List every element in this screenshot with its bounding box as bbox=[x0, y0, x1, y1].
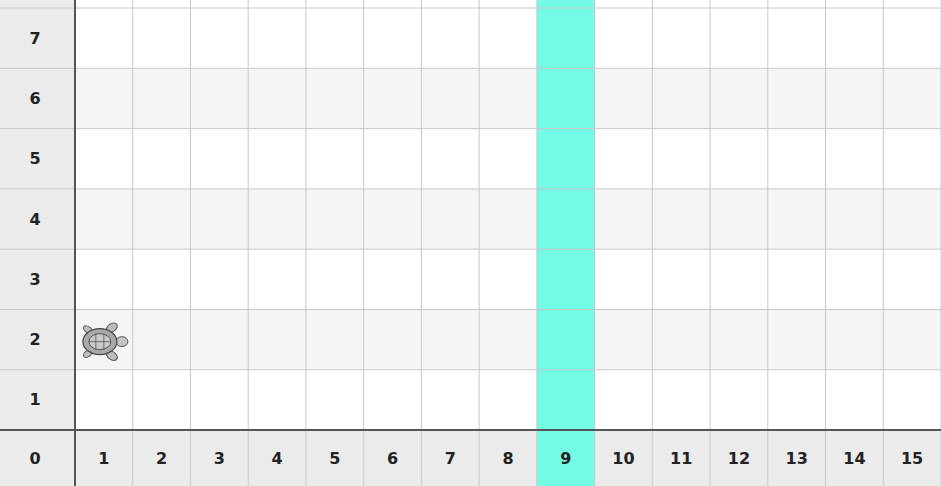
grid-line bbox=[479, 0, 480, 486]
axis-column bbox=[0, 0, 75, 486]
grid-line bbox=[0, 369, 941, 370]
y-axis-number: 1 bbox=[0, 370, 70, 430]
turtle-part bbox=[89, 341, 111, 342]
grid-line bbox=[248, 0, 249, 486]
x-axis-number: 14 bbox=[826, 430, 884, 486]
grid-line bbox=[421, 0, 422, 486]
x-axis-number: 1 bbox=[75, 430, 133, 486]
grid-line bbox=[132, 0, 133, 486]
grid-line bbox=[0, 309, 941, 310]
x-axis-number: 11 bbox=[652, 430, 710, 486]
x-axis-number: 13 bbox=[768, 430, 826, 486]
x-axis-number: 4 bbox=[248, 430, 306, 486]
grid-line bbox=[305, 0, 306, 486]
turtle-part bbox=[95, 334, 96, 350]
grid-row bbox=[75, 8, 941, 68]
x-axis-number: 9 bbox=[537, 430, 595, 486]
y-axis-number: 2 bbox=[0, 310, 70, 370]
x-axis-number: 8 bbox=[479, 430, 537, 486]
x-axis-number: 10 bbox=[595, 430, 653, 486]
grid-line bbox=[0, 249, 941, 250]
origin-number: 0 bbox=[0, 430, 70, 486]
grid-line bbox=[767, 0, 768, 486]
turtle-part bbox=[116, 337, 128, 347]
axis-row bbox=[0, 430, 941, 486]
x-axis-number: 2 bbox=[133, 430, 191, 486]
highlight-column bbox=[537, 0, 595, 486]
x-axis-number: 7 bbox=[421, 430, 479, 486]
grid-line bbox=[883, 0, 884, 486]
turtle-part bbox=[83, 329, 117, 355]
x-axis-number: 5 bbox=[306, 430, 364, 486]
y-axis bbox=[74, 0, 76, 486]
grid-row bbox=[75, 129, 941, 189]
grid-line bbox=[0, 68, 941, 69]
y-axis-number: 6 bbox=[0, 68, 70, 128]
grid-row bbox=[75, 249, 941, 309]
y-axis-number: 3 bbox=[0, 249, 70, 309]
turtle-part bbox=[103, 334, 104, 350]
y-axis-number: 7 bbox=[0, 8, 70, 68]
y-axis-number: 4 bbox=[0, 189, 70, 249]
grid-line bbox=[363, 0, 364, 486]
grid-line bbox=[0, 8, 941, 9]
grid-line bbox=[0, 430, 941, 431]
grid-row bbox=[75, 68, 941, 128]
grid-line bbox=[0, 128, 941, 129]
x-axis bbox=[0, 429, 941, 431]
grid-line bbox=[0, 188, 941, 189]
turtle-part bbox=[89, 334, 111, 350]
grid-row bbox=[75, 310, 941, 370]
x-axis-number: 3 bbox=[190, 430, 248, 486]
grid-line bbox=[825, 0, 826, 486]
x-axis-number: 12 bbox=[710, 430, 768, 486]
grid-line bbox=[710, 0, 711, 486]
x-axis-number: 6 bbox=[364, 430, 422, 486]
turtle-icon bbox=[82, 321, 128, 362]
grid-row bbox=[75, 370, 941, 430]
grid-line bbox=[652, 0, 653, 486]
grid-line bbox=[536, 0, 537, 486]
grid-row bbox=[75, 189, 941, 249]
grid-line bbox=[190, 0, 191, 486]
y-axis-number: 5 bbox=[0, 129, 70, 189]
grid-line bbox=[594, 0, 595, 486]
x-axis-number: 15 bbox=[883, 430, 941, 486]
